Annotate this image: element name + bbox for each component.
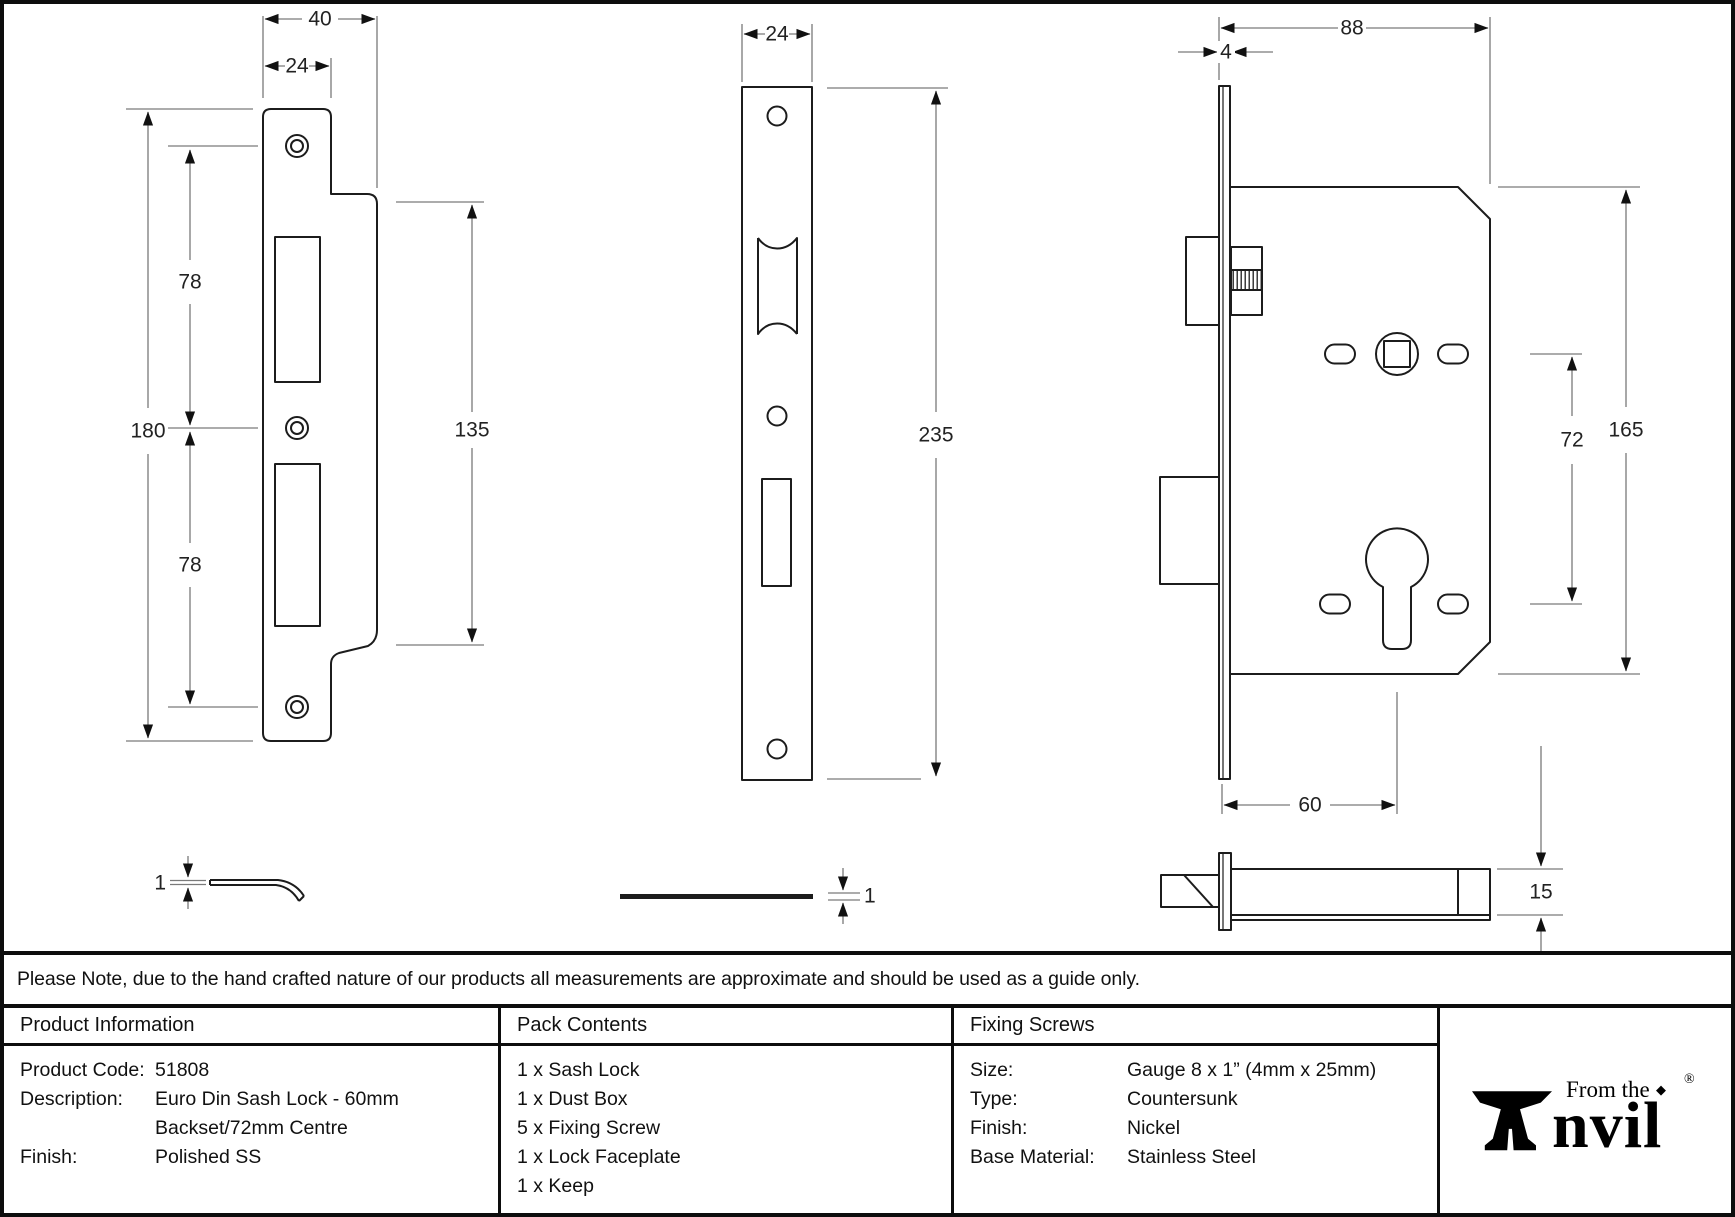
- anvil-icon: [1472, 1090, 1552, 1150]
- finish-label: Finish:: [20, 1146, 78, 1168]
- brand-column: nvil From the ◆ ®: [1440, 1008, 1728, 1213]
- description-label-spacer: [20, 1114, 155, 1143]
- faceplate-profile-view: [620, 894, 813, 899]
- dim-lock-faceplate-thickness: 4: [1220, 41, 1232, 64]
- product-information-header: Product Information: [4, 1008, 498, 1046]
- dim-keep-lip-height: 135: [454, 419, 489, 442]
- pack-contents-header: Pack Contents: [501, 1008, 951, 1046]
- dim-lock-backset: 60: [1298, 794, 1321, 817]
- pack-item: 1 x Keep: [517, 1175, 594, 1197]
- screw-type-value: Countersunk: [1127, 1088, 1238, 1110]
- screw-base-material-value: Stainless Steel: [1127, 1146, 1256, 1168]
- faceplate-front-view: [741, 86, 813, 781]
- screw-finish-label: Finish:: [970, 1117, 1028, 1139]
- screw-finish-value: Nickel: [1127, 1117, 1181, 1139]
- description-row: Description: Euro Din Sash Lock - 60mm: [20, 1085, 498, 1114]
- approximate-measurements-note: Please Note, due to the hand crafted nat…: [17, 968, 1140, 990]
- pack-item: 1 x Lock Faceplate: [517, 1146, 681, 1168]
- pack-item: 5 x Fixing Screw: [517, 1117, 661, 1139]
- dim-lock-centres: 72: [1560, 429, 1583, 452]
- screw-base-material-label: Base Material:: [970, 1146, 1095, 1168]
- product-info-table: Product Information Product Code: 51808 …: [4, 1008, 1731, 1213]
- pack-item: 1 x Dust Box: [517, 1088, 628, 1110]
- dim-faceplate-width: 24: [765, 23, 789, 46]
- dim-keep-thickness: 1: [154, 872, 166, 895]
- screw-size-label: Size:: [970, 1059, 1014, 1081]
- pack-item: 1 x Sash Lock: [517, 1059, 640, 1081]
- keep-front-dimensions: [126, 13, 484, 742]
- dim-lock-case-width: 88: [1340, 17, 1363, 40]
- fixing-screws-column: Fixing Screws Size: Gauge 8 x 1” (4mm x …: [954, 1008, 1440, 1213]
- description-row-continued: Backset/72mm Centre: [20, 1114, 498, 1143]
- dim-keep-lower-centres: 78: [178, 554, 201, 577]
- screw-base-material-row: Base Material: Stainless Steel: [970, 1143, 1437, 1172]
- dim-4-label-backplate: [1217, 41, 1235, 63]
- product-code-row: Product Code: 51808: [20, 1056, 498, 1085]
- dim-lock-case-depth: 15: [1529, 881, 1552, 904]
- finish-value: Polished SS: [155, 1146, 262, 1168]
- screw-type-row: Type: Countersunk: [970, 1085, 1437, 1114]
- keep-profile-dimension: [170, 856, 206, 909]
- description-label: Description:: [20, 1088, 123, 1110]
- faceplate-front-dimensions: [741, 24, 948, 780]
- screw-finish-row: Finish: Nickel: [970, 1114, 1437, 1143]
- description-value-line1: Euro Din Sash Lock - 60mm: [155, 1088, 399, 1110]
- fixing-screws-header: Fixing Screws: [954, 1008, 1437, 1046]
- finish-row: Finish: Polished SS: [20, 1143, 498, 1172]
- dim-keep-overall-width: 40: [308, 8, 331, 31]
- note-bar: Please Note, due to the hand crafted nat…: [4, 951, 1731, 1008]
- technical-drawing-area: 40 24 180 78 78 135 1: [4, 4, 1731, 951]
- lock-technical-drawing: 40 24 180 78 78 135 1: [126, 8, 1644, 951]
- dim-lock-case-height: 165: [1608, 419, 1643, 442]
- faceplate-profile-dimension: [828, 868, 860, 924]
- keep-front-view: [262, 108, 378, 742]
- logo-anvil-text: nvil: [1552, 1089, 1662, 1161]
- description-value-line2: Backset/72mm Centre: [155, 1117, 348, 1139]
- keep-profile-view: [209, 879, 305, 902]
- screw-size-value: Gauge 8 x 1” (4mm x 25mm): [1127, 1059, 1377, 1081]
- dim-faceplate-height: 235: [918, 424, 953, 447]
- logo-registered-mark: ®: [1684, 1072, 1695, 1087]
- product-code-label: Product Code:: [20, 1059, 145, 1081]
- dim-keep-plate-width: 24: [285, 55, 309, 78]
- dim-faceplate-thickness-profile: 1: [864, 885, 876, 908]
- logo-diamond-icon: ◆: [1656, 1082, 1666, 1097]
- from-the-anvil-logo: nvil From the ◆ ®: [1468, 1061, 1700, 1161]
- product-information-column: Product Information Product Code: 51808 …: [4, 1008, 501, 1213]
- lock-front-dimensions: [1178, 17, 1640, 814]
- logo-from-the-text: From the: [1566, 1077, 1650, 1102]
- lock-front-view: [1159, 85, 1491, 780]
- pack-contents-column: Pack Contents 1 x Sash Lock 1 x Dust Box…: [501, 1008, 954, 1213]
- screw-type-label: Type:: [970, 1088, 1018, 1110]
- dim-keep-upper-centres: 78: [178, 271, 201, 294]
- product-code-value: 51808: [155, 1059, 210, 1081]
- dim-keep-total-height: 180: [130, 420, 165, 443]
- screw-size-row: Size: Gauge 8 x 1” (4mm x 25mm): [970, 1056, 1437, 1085]
- lock-side-view: [1160, 852, 1491, 931]
- lock-side-dimension: [1497, 746, 1563, 951]
